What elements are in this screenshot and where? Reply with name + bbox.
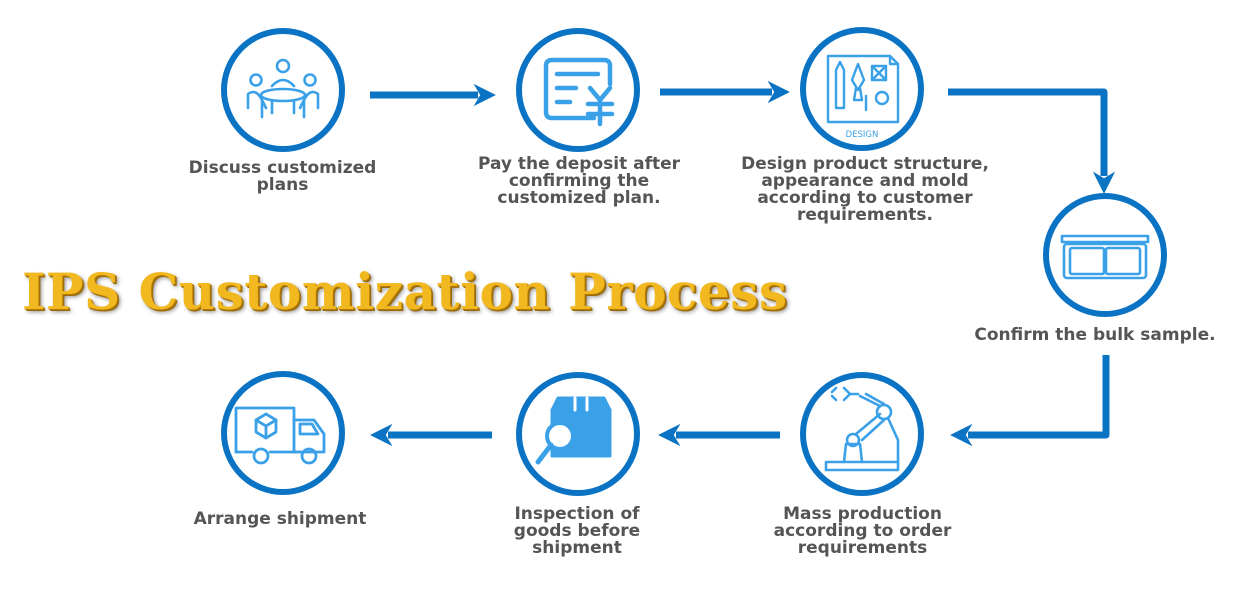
- sample-box-icon: [1060, 234, 1150, 280]
- flow-arrows: [370, 80, 1116, 447]
- step-2-node: [516, 28, 640, 152]
- step-5-label: Mass production according to order requi…: [773, 504, 952, 558]
- delivery-truck-icon: [234, 406, 326, 465]
- step-4-label: Confirm the bulk sample.: [974, 325, 1216, 345]
- arrow-step3-to-step4: [948, 88, 1116, 194]
- step-1-label: Discuss customized plans: [188, 158, 377, 195]
- step-6-label: Inspection of goods before shipment: [513, 504, 641, 558]
- invoice-yuan-icon: [543, 57, 615, 127]
- step-3-label: Design product structure, appearance and…: [741, 154, 989, 225]
- step-4-node: [1043, 193, 1167, 317]
- design-icon: [826, 54, 900, 124]
- arrow-step4-to-step5: [950, 355, 1110, 447]
- step-2-label: Pay the deposit after confirming the cus…: [477, 154, 681, 208]
- step-6-node: [516, 372, 640, 496]
- step-7-node: [221, 371, 345, 495]
- step-5-node: [800, 372, 924, 496]
- step-3-node: DESIGN: [800, 27, 924, 151]
- meeting-icon: [246, 58, 320, 119]
- step-1-node: [221, 28, 345, 152]
- step-7-label: Arrange shipment: [193, 509, 367, 529]
- page-title: IPS Customization Process: [22, 262, 788, 321]
- design-icon-text: DESIGN: [846, 130, 879, 140]
- inspection-icon: [535, 396, 612, 465]
- robot-arm-icon: [824, 386, 900, 472]
